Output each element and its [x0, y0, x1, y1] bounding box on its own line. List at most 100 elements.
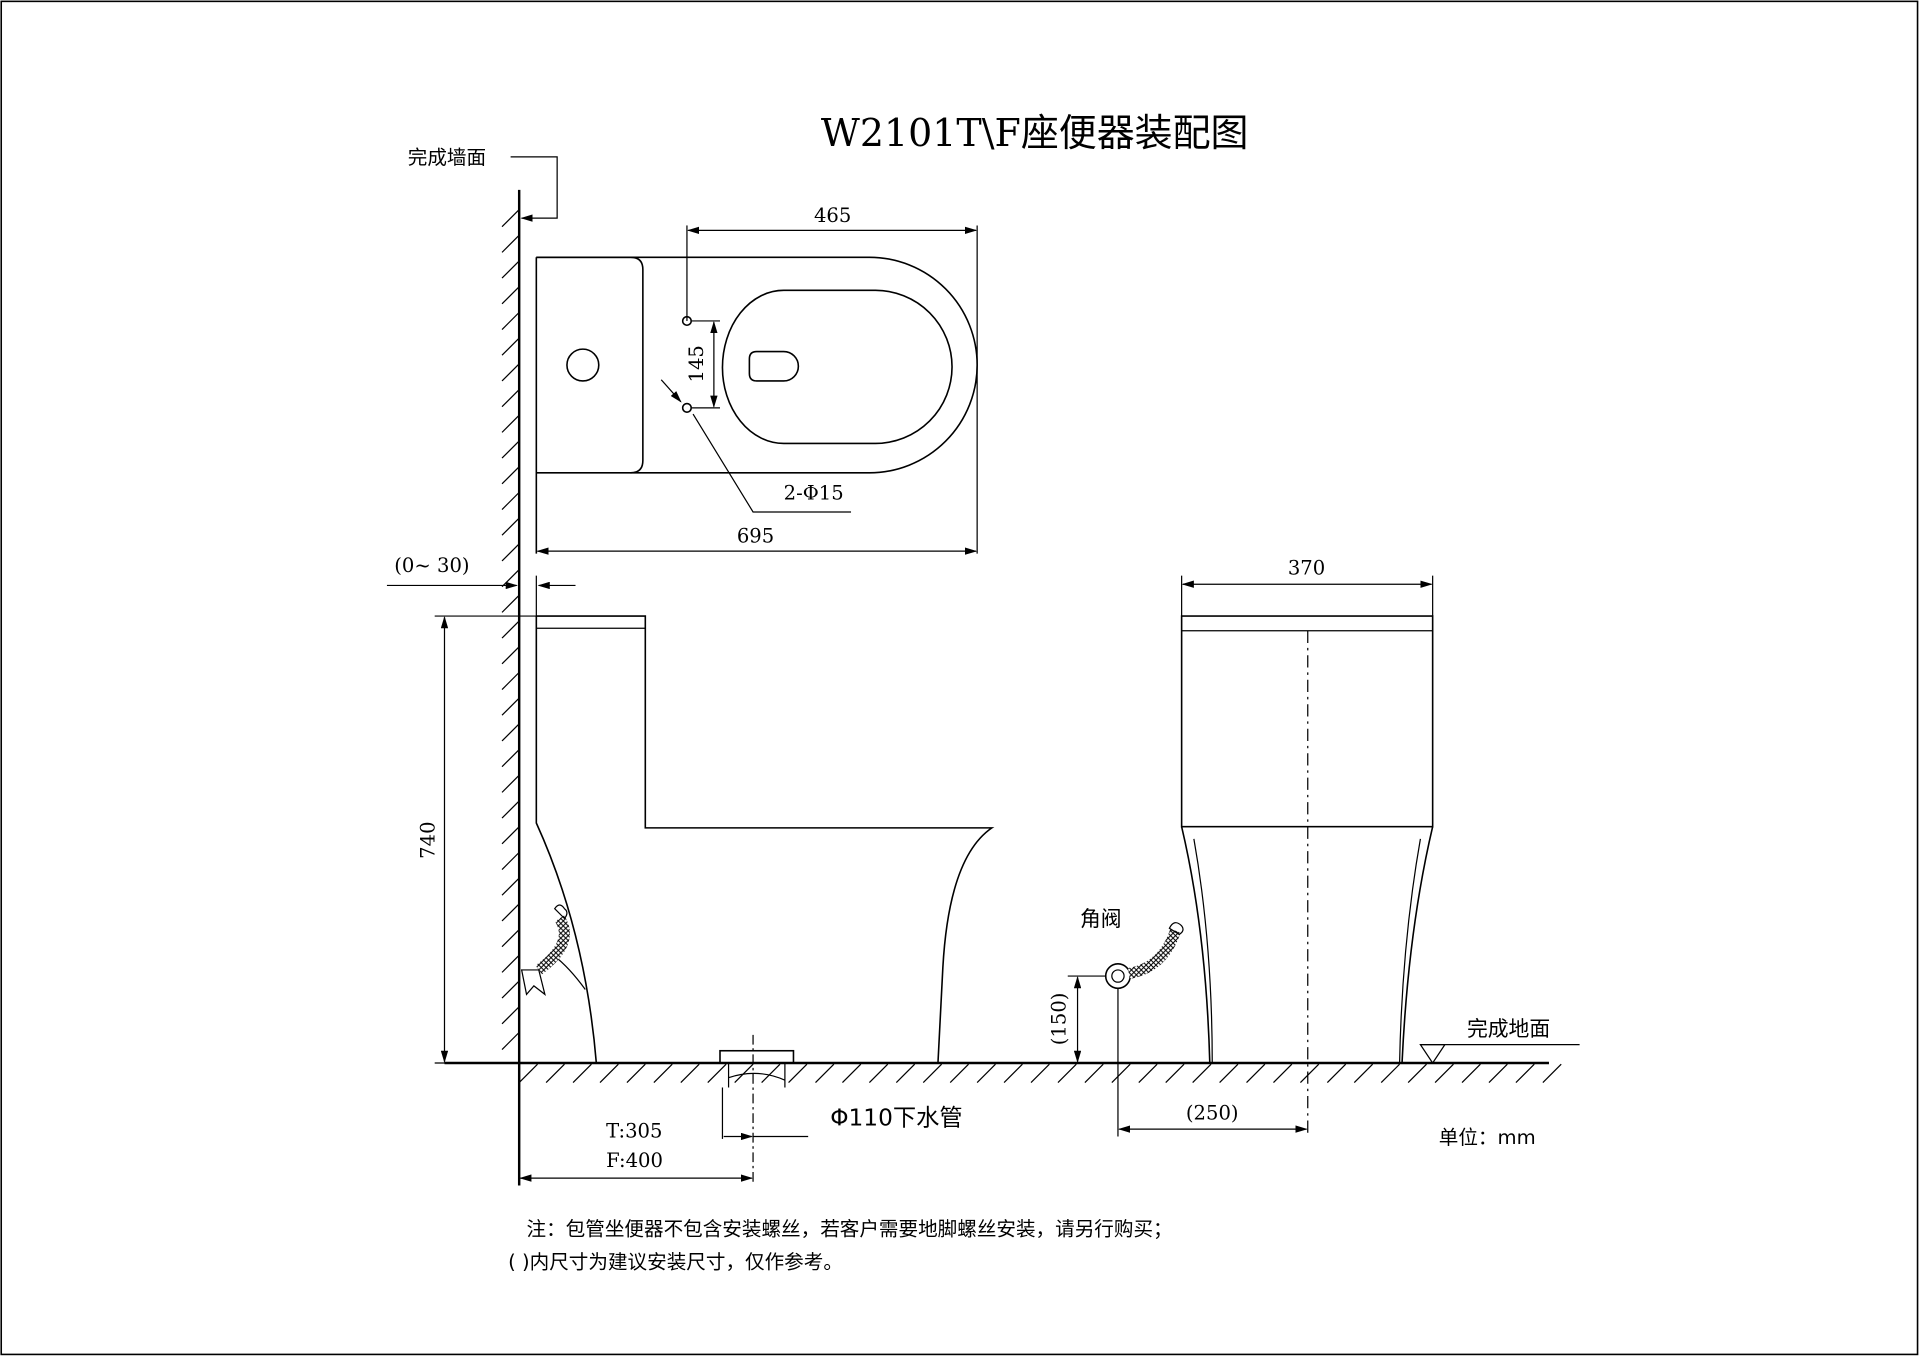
supply-hose [1127, 928, 1181, 980]
hatch-line [545, 1063, 565, 1084]
hatch-line [501, 980, 520, 999]
note-line-2: ( )内尺寸为建议安装尺寸，仅作参考。 [508, 1251, 843, 1274]
hatch-line [1434, 1063, 1454, 1084]
finished-wall: 完成墙面 [408, 146, 558, 1186]
hatch-line [707, 1063, 727, 1084]
hatch-line [1542, 1063, 1562, 1084]
side-view: 740 T:305 F:400 Φ110下水管 [417, 615, 995, 1186]
hatch-line [572, 1063, 592, 1084]
dim-250: (250) [1186, 1101, 1239, 1124]
hatch-line [653, 1063, 673, 1084]
flush-button-icon [566, 348, 600, 382]
hatch-line [1515, 1063, 1535, 1084]
hatch-line [1246, 1063, 1266, 1084]
hatch-line [1057, 1063, 1077, 1084]
wall-gap-label: (0~ 30) [394, 554, 469, 577]
hatch-line [680, 1063, 700, 1084]
hatch-line [1353, 1063, 1374, 1084]
dim-370: 370 [1288, 556, 1325, 579]
hatch-line [1192, 1063, 1212, 1084]
hatch-line [501, 1031, 520, 1050]
hatch-line [626, 1063, 646, 1084]
hatch-line [501, 954, 520, 973]
hatch-line [501, 851, 520, 870]
hatch-line [501, 491, 520, 510]
drawing-title: W2101T\F座便器装配图 [821, 111, 1249, 155]
hatch-line [501, 466, 520, 485]
hatch-line [501, 826, 520, 845]
hatch-line [1461, 1063, 1481, 1084]
bolt-hole [681, 402, 693, 413]
note-line-1: 注：包管坐便器不包含安装螺丝，若客户需要地脚螺丝安装，请另行购买； [527, 1218, 1173, 1241]
hatch-line [1165, 1063, 1185, 1084]
hatch-line [1003, 1063, 1023, 1084]
hatch-line [501, 800, 520, 819]
hatch-line [501, 311, 520, 330]
dim-740: 740 [417, 821, 440, 858]
dim-695: 695 [737, 525, 774, 548]
hatch-line [761, 1063, 781, 1084]
supply-hose [535, 915, 570, 975]
hatch-line [501, 671, 520, 690]
t-offset-label: T:305 [606, 1120, 662, 1143]
angle-valve-label: 角阀 [1080, 907, 1122, 931]
hatch-line [1488, 1063, 1508, 1084]
hatch-line [501, 234, 520, 253]
wall-gap-dim: (0~ 30) [386, 554, 576, 617]
hatch-line [1407, 1063, 1427, 1084]
hatch-line [1138, 1063, 1158, 1084]
hatch-line [501, 929, 520, 948]
hatch-line [599, 1063, 619, 1084]
hatch-line [815, 1063, 835, 1084]
hatch-line [501, 903, 520, 922]
dim-150: (150) [1047, 993, 1070, 1046]
hatch-line [501, 337, 520, 356]
hatch-line [501, 543, 520, 562]
hatch-line [734, 1063, 754, 1084]
hatch-line [501, 697, 520, 716]
hatch-line [1219, 1063, 1239, 1084]
hatch-line [501, 260, 520, 279]
drain-flange [719, 1049, 795, 1064]
f-offset-label: F:400 [606, 1149, 663, 1172]
hatch-line [501, 569, 520, 588]
hatch-line [1030, 1063, 1050, 1084]
hatch-line [501, 440, 520, 459]
hatch-line [501, 877, 520, 896]
hatch-line [949, 1063, 970, 1084]
hatch-line [1326, 1063, 1347, 1084]
hatch-line [842, 1063, 862, 1084]
hatch-line [1111, 1063, 1131, 1084]
hatch-line [501, 389, 520, 408]
drain-pipe-label: Φ110下水管 [830, 1104, 962, 1131]
dim-145: 145 [685, 345, 708, 382]
hatch-line [501, 286, 520, 305]
finished-wall-label: 完成墙面 [408, 146, 486, 169]
hatch-line [976, 1063, 996, 1084]
dim-465: 465 [814, 204, 851, 227]
hatch-line [1084, 1063, 1104, 1084]
finished-floor-label: 完成地面 [1467, 1017, 1550, 1041]
top-view: 465 145 2-Φ15 695 [535, 204, 978, 555]
hatch-line [518, 1063, 538, 1084]
hatch-line [922, 1063, 943, 1084]
hatch-line [501, 1006, 520, 1025]
hatch-line [1380, 1063, 1401, 1084]
hatch-line [895, 1063, 916, 1084]
seat-outline [721, 289, 953, 445]
hatch-line [501, 363, 520, 382]
hatch-line [501, 517, 520, 536]
hatch-line [501, 723, 520, 742]
hatch-line [501, 414, 520, 433]
hatch-line [501, 749, 520, 768]
unit-label: 单位：mm [1439, 1126, 1536, 1149]
outlet-icon [748, 350, 800, 382]
finished-floor: 完成地面 [444, 1017, 1580, 1084]
hatch-line [1299, 1063, 1320, 1084]
tank-outline [536, 256, 644, 474]
angle-valve-icon [1104, 963, 1131, 990]
hatch-line [501, 646, 520, 665]
hatch-line [501, 594, 520, 613]
